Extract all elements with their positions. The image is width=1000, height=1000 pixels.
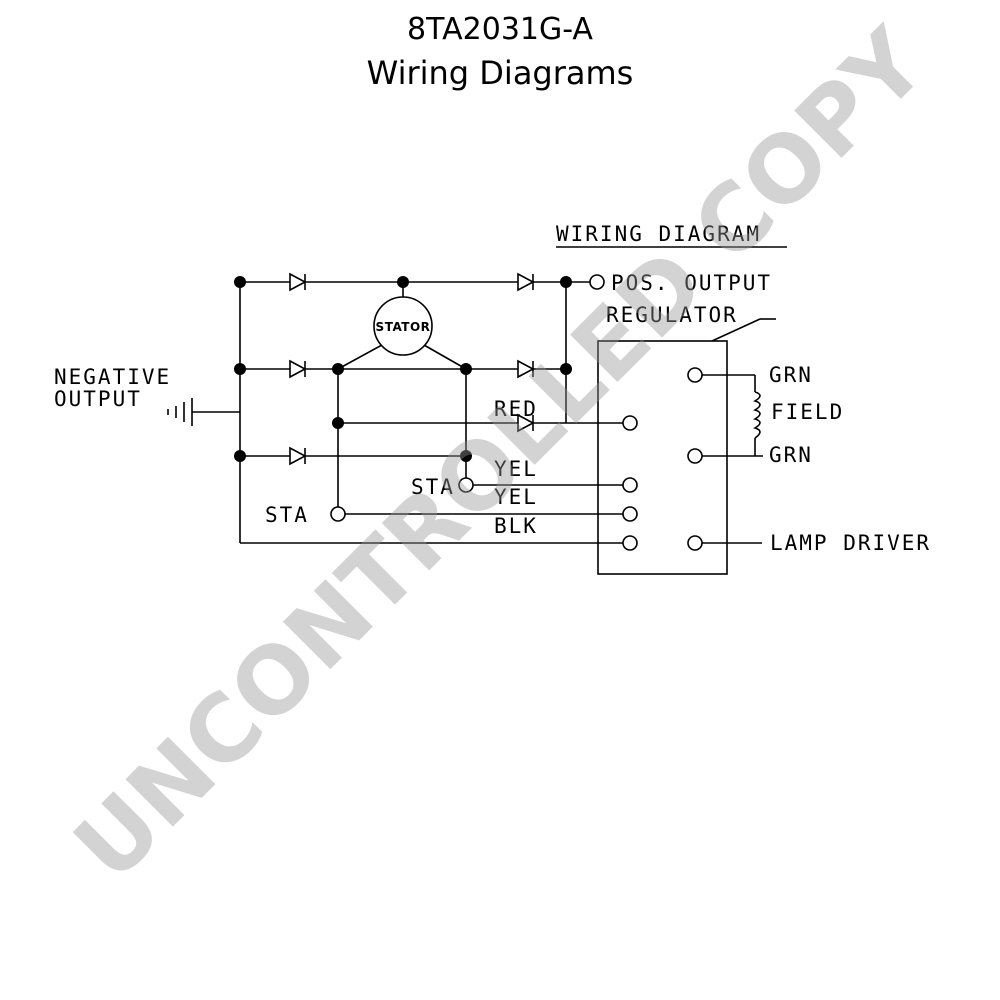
stator-winding [373,296,433,356]
diode [517,359,535,379]
yel-label-2: YEL [494,485,538,509]
field-terminal-top [687,367,703,383]
lamp-driver-label: LAMP DRIVER [770,531,931,555]
junction-dot [234,363,246,375]
junction-dot [332,363,344,375]
stator-label: STATOR [376,320,431,334]
field-label: FIELD [771,400,844,424]
stator-lead-left [337,344,383,370]
blk-label: BLK [494,514,538,538]
lamp-driver-terminal [687,535,703,551]
junction-dot [560,363,572,375]
diagram-heading: WIRING DIAGRAM [556,222,761,246]
model-title: 8TA2031G-A [407,12,593,47]
junction-dot [234,450,246,462]
negative-label: NEGATIVE [54,365,171,389]
regulator-label: REGULATOR [606,303,738,327]
diode [289,446,307,466]
red-terminal [622,415,638,431]
junction-dot [332,417,344,429]
blk-terminal [622,535,638,551]
sta-label-left: STA [265,503,309,527]
junction-dot [460,363,472,375]
field-terminal-bottom [687,448,703,464]
grn-label-top: GRN [769,363,813,387]
stator-lead-right [423,344,467,370]
junction-dot [560,276,572,288]
regulator-box [597,340,728,575]
diode [517,272,535,292]
diode [289,359,307,379]
output-label: OUTPUT [54,387,142,411]
sta-terminal-mid [458,477,474,493]
junction-dot [460,450,472,462]
pos-output-label: POS. OUTPUT [611,271,772,295]
regulator-leader [711,318,761,342]
yel-terminal-1 [622,477,638,493]
red-label: RED [494,397,538,421]
diode [289,272,307,292]
diagram-subtitle: Wiring Diagrams [366,54,634,92]
field-coil-icon [753,391,761,439]
yel-terminal-2 [622,506,638,522]
junction-dot [397,276,409,288]
pos-output-terminal [589,274,605,290]
yel-label-1: YEL [494,457,538,481]
sta-terminal-left [330,506,346,522]
junction-dot [234,276,246,288]
sta-label-mid: STA [411,475,455,499]
grn-label-bottom: GRN [769,443,813,467]
